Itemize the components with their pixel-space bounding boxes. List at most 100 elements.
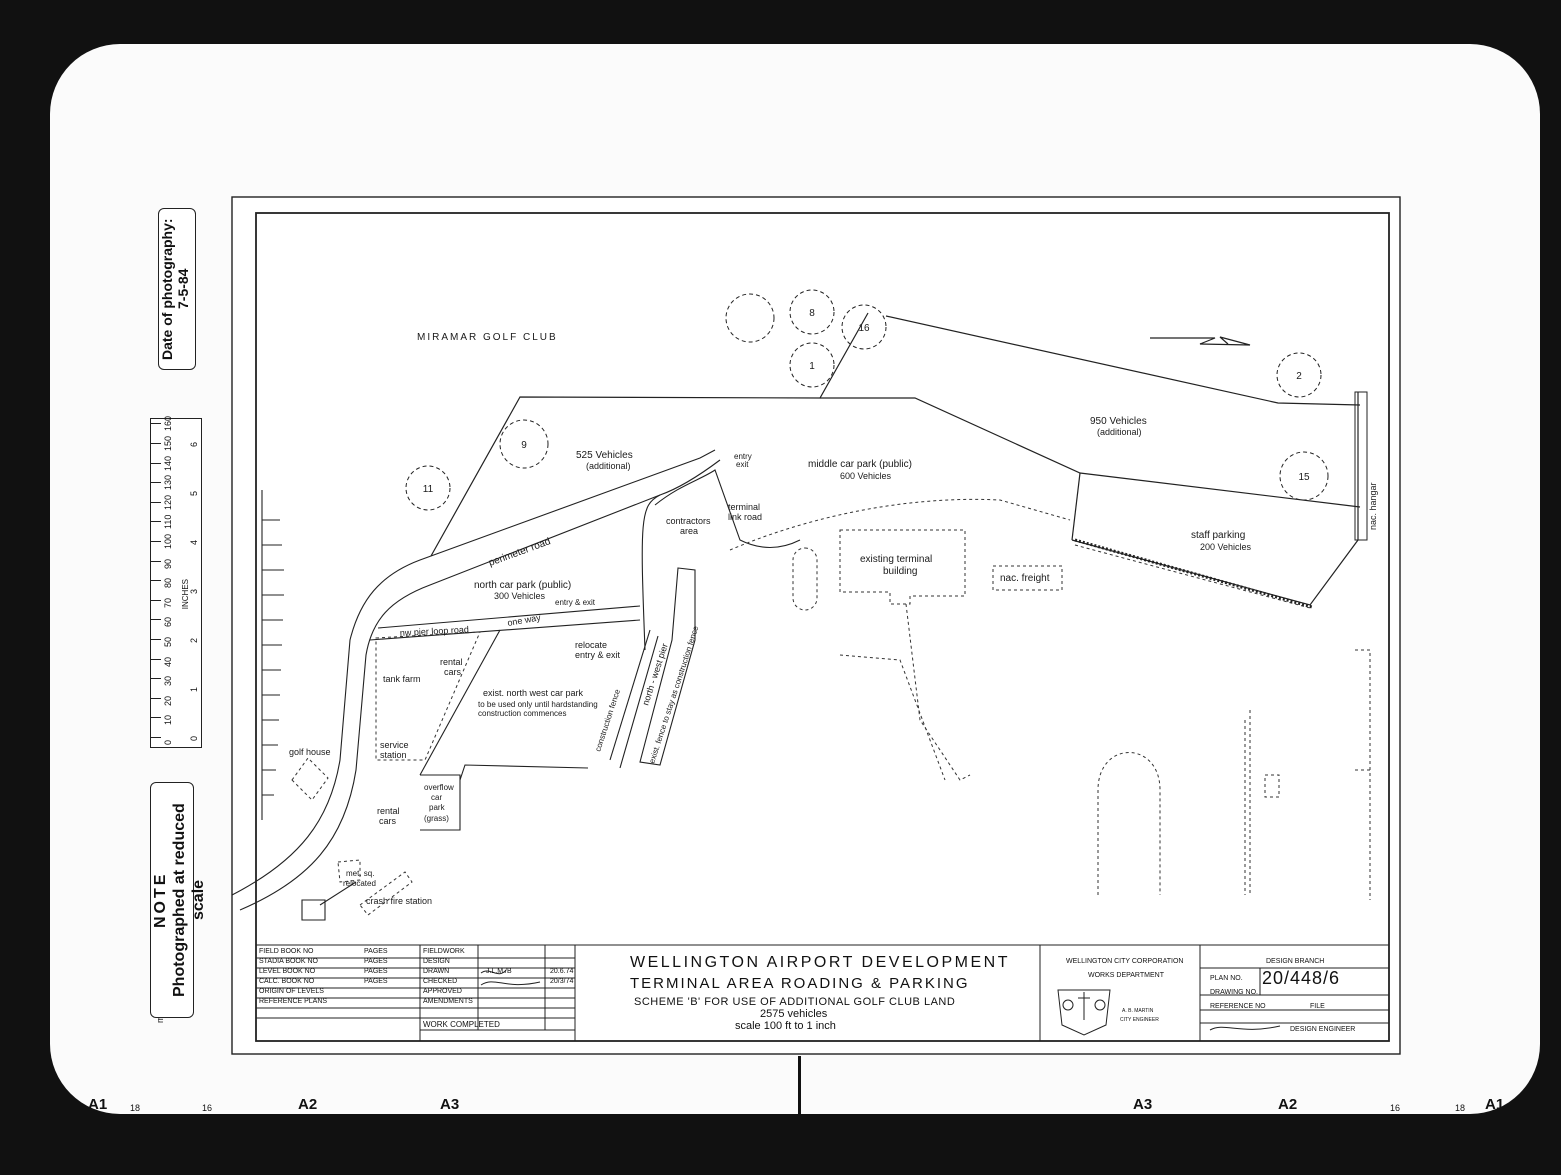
frame-label: 18 bbox=[130, 1103, 141, 1113]
tb-row-pages: PAGES bbox=[364, 958, 388, 965]
label-service: service bbox=[380, 740, 409, 750]
golf-hole-8 bbox=[789, 289, 835, 335]
golf-hole-9 bbox=[499, 419, 549, 469]
tb-row-pages: PAGES bbox=[364, 978, 388, 985]
ruler-mm-tick bbox=[151, 619, 161, 621]
label-contractors-2: area bbox=[680, 526, 698, 536]
label-exist-nw-note-2: construction commences bbox=[478, 709, 566, 718]
label-north-sub: 300 Vehicles bbox=[494, 591, 546, 601]
title-block-lines bbox=[255, 944, 1390, 1042]
plan-no-label: PLAN NO. bbox=[1210, 975, 1243, 982]
tb-row-right: CHECKED bbox=[423, 978, 458, 985]
corp-line-2: WORKS DEPARTMENT bbox=[1088, 972, 1164, 979]
label-middle-sub: 600 Vehicles bbox=[840, 471, 892, 481]
ruler-mm-tick bbox=[151, 599, 161, 601]
label-north: north car park (public) bbox=[474, 580, 571, 591]
label-overflow-1: overflow bbox=[424, 783, 454, 792]
signature-design-engineer bbox=[1209, 1025, 1281, 1031]
label-met-sq-1: met. sq. bbox=[346, 869, 374, 878]
tb-row-label: CALC. BOOK NO bbox=[259, 978, 315, 985]
label-rental-2b: cars bbox=[379, 816, 397, 826]
ruler-mm-tick bbox=[151, 541, 161, 542]
label-entry-exit: entry & exit bbox=[555, 598, 596, 607]
frame-label: 18 bbox=[1455, 1103, 1466, 1113]
ruler-mm-tick bbox=[151, 482, 161, 484]
label-middle: middle car park (public) bbox=[808, 459, 912, 470]
tb-row-label: LEVEL BOOK NO bbox=[259, 968, 316, 975]
ruler-mm-tick bbox=[151, 443, 161, 444]
golf-hole-number: 9 bbox=[521, 440, 527, 451]
label-relocate-2: entry & exit bbox=[575, 650, 621, 660]
golf-hole-number: 16 bbox=[858, 323, 870, 334]
golf-hole-11 bbox=[405, 465, 451, 511]
label-rental-1: rental bbox=[440, 657, 463, 667]
tb-row-right: DESIGN bbox=[423, 958, 450, 965]
frame-label: A3 bbox=[1133, 1096, 1153, 1113]
frame-label: A3 bbox=[440, 1096, 460, 1113]
ruler-mm-tick bbox=[151, 737, 161, 738]
label-nac-freight: nac. freight bbox=[1000, 573, 1050, 584]
label-tank-farm: tank farm bbox=[383, 674, 421, 684]
work-completed: WORK COMPLETED bbox=[423, 1020, 500, 1029]
tb-row-right: DRAWN bbox=[423, 968, 450, 975]
golf-hole-number: 15 bbox=[1298, 472, 1310, 483]
label-golf-house: golf house bbox=[289, 747, 331, 757]
title-line-3: SCHEME 'B' FOR USE OF ADDITIONAL GOLF CL… bbox=[634, 996, 956, 1008]
label-950: 950 Vehicles bbox=[1090, 416, 1147, 427]
ruler-mm-tick bbox=[151, 423, 161, 425]
frame-label: 16 bbox=[1390, 1103, 1401, 1113]
label-rental-2: rental bbox=[377, 806, 400, 816]
label-exist-nw: exist. north west car park bbox=[483, 688, 584, 698]
corporation-crest-icon bbox=[1057, 989, 1111, 1036]
label-525: 525 Vehicles bbox=[576, 450, 633, 461]
title-line-2: TERMINAL AREA ROADING & PARKING bbox=[630, 975, 970, 992]
label-terminal-link-2: link road bbox=[728, 512, 762, 522]
tb-row-right: APPROVED bbox=[423, 988, 462, 995]
drawing-no-label: DRAWING NO. bbox=[1210, 989, 1258, 996]
label-exist-nw-note-1: to be used only until hardstanding bbox=[478, 700, 598, 709]
nac-hangar-outline bbox=[1354, 391, 1368, 541]
tb-row-label: FIELD BOOK NO bbox=[259, 948, 314, 955]
label-staff-sub: 200 Vehicles bbox=[1200, 542, 1252, 552]
ruler-mm-tick bbox=[151, 658, 161, 660]
label-station: station bbox=[380, 750, 407, 760]
frame-label: A2 bbox=[1278, 1096, 1298, 1113]
label-crash-fire: crash fire station bbox=[366, 896, 432, 906]
terminal-outlines bbox=[291, 498, 1371, 916]
file-label: FILE bbox=[1310, 1003, 1325, 1010]
label-terminal: existing terminal bbox=[860, 554, 932, 565]
tb-row-pages: PAGES bbox=[364, 948, 388, 955]
golf-club-label: MIRAMAR GOLF CLUB bbox=[417, 332, 558, 343]
ruler-mm-tick bbox=[151, 560, 161, 562]
label-met-sq-2: relocated bbox=[343, 879, 376, 888]
tb-row-date: 20.6.74 bbox=[550, 968, 574, 975]
golf-course-hatch bbox=[262, 519, 284, 796]
tb-row-right: FIELDWORK bbox=[423, 948, 465, 955]
sheet-border bbox=[231, 196, 1401, 1055]
ruler-mm-tick bbox=[151, 639, 161, 640]
golf-hole-2 bbox=[1276, 352, 1322, 398]
tb-row-label: REFERENCE PLANS bbox=[259, 998, 328, 1005]
reference-no-label: REFERENCE NO bbox=[1210, 1003, 1266, 1010]
ruler-mm-tick bbox=[151, 697, 161, 699]
ruler-mm-tick bbox=[151, 462, 161, 464]
ruler-mm-tick bbox=[151, 678, 161, 680]
frame-label: A2 bbox=[298, 1096, 318, 1113]
tb-row-pages: PAGES bbox=[364, 968, 388, 975]
golf-hole-number: 11 bbox=[423, 484, 434, 495]
frame-label: A1 bbox=[88, 1096, 108, 1113]
signature-drawn bbox=[480, 969, 507, 975]
label-relocate: relocate bbox=[575, 640, 607, 650]
label-contractors: contractors bbox=[666, 516, 711, 526]
signature-checked bbox=[480, 981, 541, 986]
plan-no-value: 20/448/6 bbox=[1262, 968, 1341, 988]
golf-hole-16 bbox=[841, 304, 887, 350]
tb-row-label: ORIGIN OF LEVELS bbox=[259, 988, 324, 995]
label-overflow-4: (grass) bbox=[424, 814, 449, 823]
staff-parking-edge bbox=[1074, 538, 1313, 609]
corp-line-1: WELLINGTON CITY CORPORATION bbox=[1066, 958, 1184, 965]
label-nw-pier-loop: nw pier loop road bbox=[400, 624, 469, 638]
title-line-5: scale 100 ft to 1 inch bbox=[735, 1020, 836, 1032]
